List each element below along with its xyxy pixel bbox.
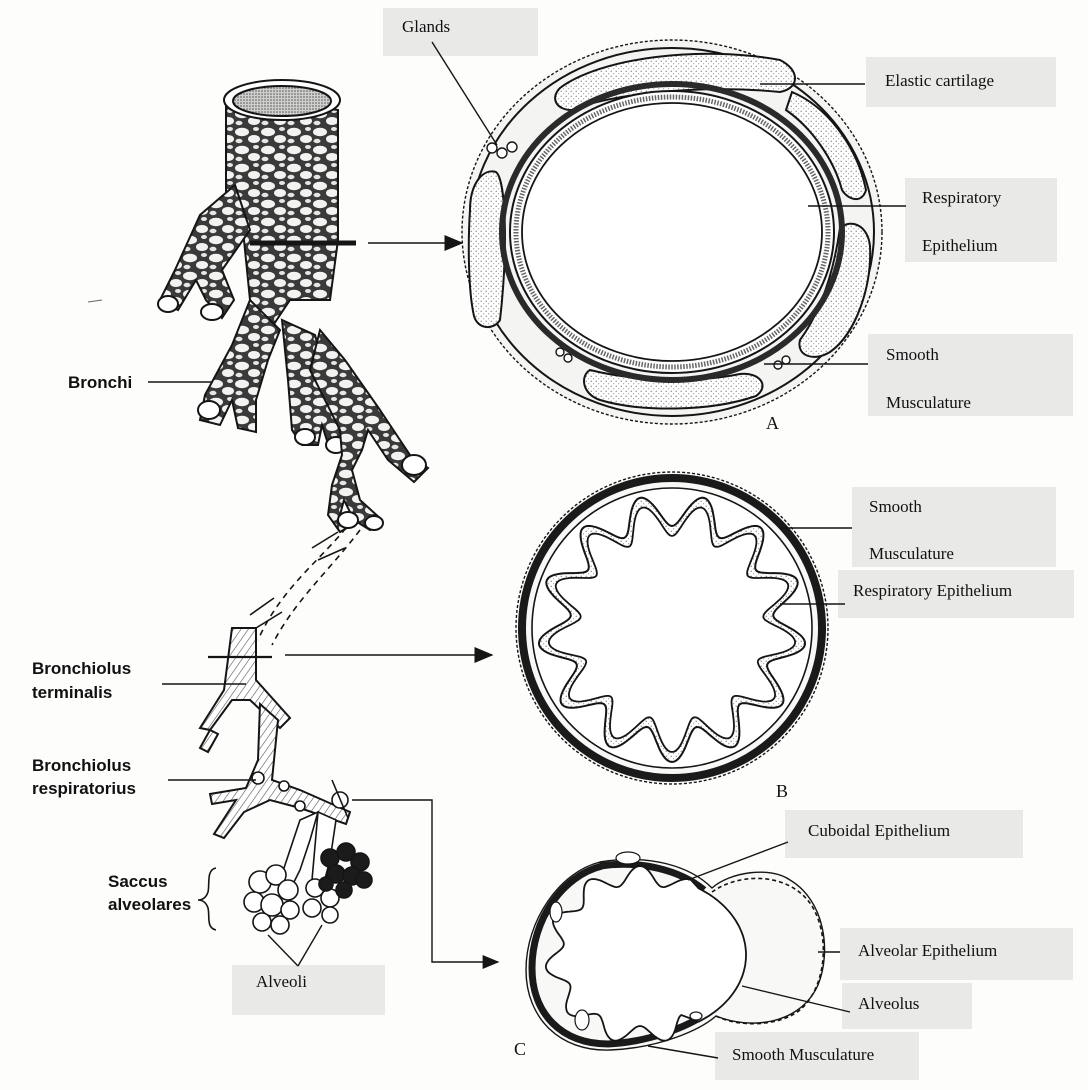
arrow-to-section-c xyxy=(352,800,498,962)
smooth-musculature-c-label: Smooth Musculature xyxy=(732,1046,874,1063)
bronchiolus-respiratorius-label-line2: respiratorius xyxy=(32,780,136,797)
alveolus-label: Alveolus xyxy=(858,995,919,1012)
elastic-cartilage-label: Elastic cartilage xyxy=(885,72,994,89)
section-b-cross-section xyxy=(516,472,828,784)
alveolar-epithelium-label: Alveolar Epithelium xyxy=(858,942,997,959)
saccus-alveolares-label-line1: Saccus xyxy=(108,873,168,890)
section-c-cross-section xyxy=(526,852,825,1050)
bronchi-tree xyxy=(158,80,428,532)
panel-c-letter: C xyxy=(514,1040,526,1058)
alveoli-label: Alveoli xyxy=(256,973,307,990)
respiratory-b-label: Respiratory Epithelium xyxy=(853,582,1012,599)
panel-a-letter: A xyxy=(766,414,779,432)
bronchiole-tree xyxy=(200,628,350,838)
respiratory-a-label-line2: Epithelium xyxy=(922,237,998,254)
bronchiolus-respiratorius-label-line1: Bronchiolus xyxy=(32,757,131,774)
dashed-connector xyxy=(258,528,360,645)
glands-label: Glands xyxy=(402,18,450,35)
bronchiolus-terminalis-label-line2: terminalis xyxy=(32,684,112,701)
bronchiolus-terminalis-label-line1: Bronchiolus xyxy=(32,660,131,677)
smooth-a-label-line2: Musculature xyxy=(886,394,971,411)
saccus-brace xyxy=(198,868,216,930)
cuboidal-epithelium-label: Cuboidal Epithelium xyxy=(808,822,950,839)
respiratory-a-label-line1: Respiratory xyxy=(922,189,1001,206)
saccus-alveolares-label-line2: alveolares xyxy=(108,896,191,913)
section-a-cross-section xyxy=(462,40,882,424)
panel-b-letter: B xyxy=(776,782,788,800)
smooth-a-label-line1: Smooth xyxy=(886,346,939,363)
smooth-b-label-line1: Smooth xyxy=(869,498,922,515)
bronchi-label: Bronchi xyxy=(68,374,132,391)
smooth-b-label-line2: Musculature xyxy=(869,545,954,562)
saccus-alveolares xyxy=(244,812,372,934)
